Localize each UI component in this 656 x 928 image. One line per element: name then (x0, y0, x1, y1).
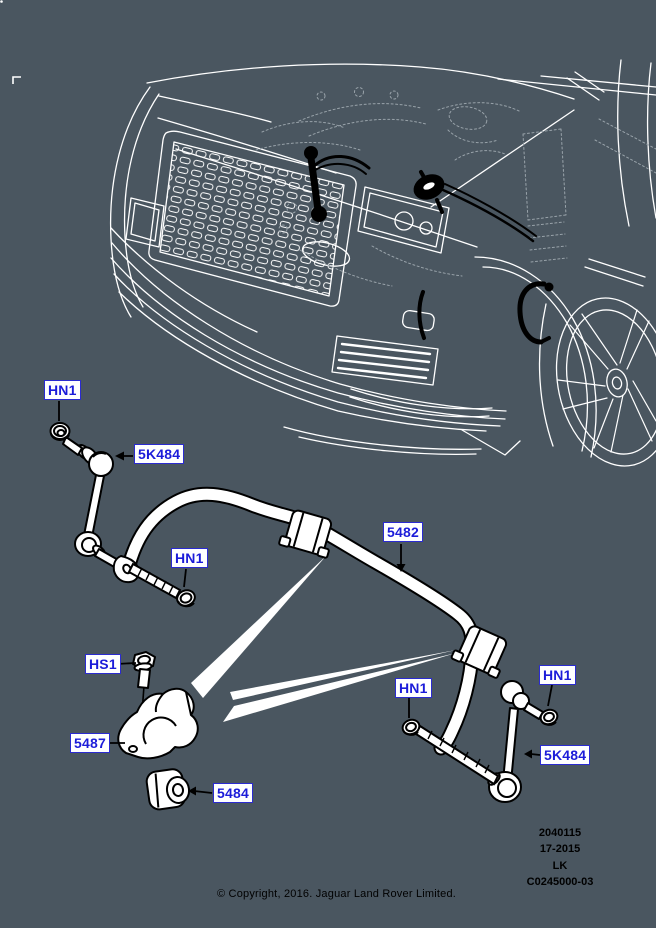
vehicle-sketch (109, 59, 656, 467)
highlighted-installed-parts (304, 146, 554, 345)
callout-hn1-far-right[interactable]: HN1 (539, 665, 576, 685)
grille (148, 130, 357, 307)
upper-stud (523, 702, 544, 720)
nut-hn1-left-lower (176, 589, 196, 608)
installed-bar-right (441, 188, 535, 243)
stamp-market-code: LK (552, 859, 568, 872)
leader-wedge (230, 650, 456, 700)
left-fender-inner (123, 93, 160, 308)
suspension-arm (584, 258, 646, 287)
link-rod (83, 474, 105, 538)
callout-5487-bracket[interactable]: 5487 (70, 733, 110, 753)
callout-hn1-upper-left[interactable]: HN1 (44, 380, 81, 400)
callout-hn1-mid-right[interactable]: HN1 (395, 678, 432, 698)
hood-shut-lines (497, 75, 656, 96)
callout-hs1-bolt[interactable]: HS1 (85, 654, 121, 674)
stabilizer-bar-5482 (120, 486, 480, 756)
stamp-part-number: 2040115 (538, 827, 582, 839)
callout-5k484-left[interactable]: 5K484 (134, 444, 185, 464)
headlight (357, 186, 450, 254)
copyright-line: © Copyright, 2016. Jaguar Land Rover Lim… (217, 888, 457, 900)
installed-left-link (304, 146, 327, 222)
threaded-stud-left (127, 562, 182, 600)
skid-plate (349, 388, 493, 418)
fog-vent (331, 335, 439, 386)
callout-5482-bar[interactable]: 5482 (383, 522, 423, 542)
bar-clamp-left (278, 509, 333, 559)
installed-bar-curve-2 (311, 163, 367, 175)
stamp-date: 17-2015 (539, 843, 581, 856)
fender-shoulder (158, 95, 272, 123)
left-lamp (125, 197, 165, 248)
roof-line (146, 63, 575, 100)
stamp-drawing-code: C0245000-03 (526, 876, 594, 889)
badge (301, 241, 351, 267)
leader-wedge (191, 556, 326, 698)
installed-bar-curve (312, 154, 371, 170)
drawing-stamp-block: 2040115 17-2015 LK C0245000-03 (500, 825, 620, 891)
upper-ball (88, 451, 114, 477)
left-fender-outer (109, 86, 151, 318)
bracket-5487 (117, 687, 199, 760)
a-pillar-line (430, 109, 575, 208)
engine-bay-sketch (255, 87, 656, 287)
upper-stud (62, 436, 83, 456)
leader-lines (58, 401, 553, 796)
nut-hn1-mid-right (401, 718, 421, 736)
left-link-5K484 (62, 436, 121, 569)
installed-bushing (413, 170, 445, 214)
bar-clamp-right (450, 625, 508, 679)
bushing-5484 (145, 768, 191, 811)
installed-right-link-hook (517, 281, 554, 345)
front-bumper-lines (110, 227, 507, 432)
bumper-lip (283, 426, 482, 455)
callout-5k484-right[interactable]: 5K484 (540, 745, 591, 765)
bar-end-eye (112, 554, 140, 584)
link-rod (502, 707, 519, 783)
leader-wedges (191, 556, 456, 722)
installed-bar-right-2 (444, 183, 537, 237)
nut-hn1-far-right (539, 708, 559, 726)
callout-5484-bushing[interactable]: 5484 (213, 783, 253, 803)
dark-streak (417, 290, 426, 340)
nut-hn1-top-left (49, 422, 71, 441)
bolt-shank (137, 668, 151, 689)
callout-hn1-left-lower[interactable]: HN1 (171, 548, 208, 568)
leader-wedge (223, 653, 456, 722)
right-body-edges (617, 59, 656, 227)
corner-artifact-marks (0, 0, 21, 84)
front-wheel (538, 297, 656, 467)
